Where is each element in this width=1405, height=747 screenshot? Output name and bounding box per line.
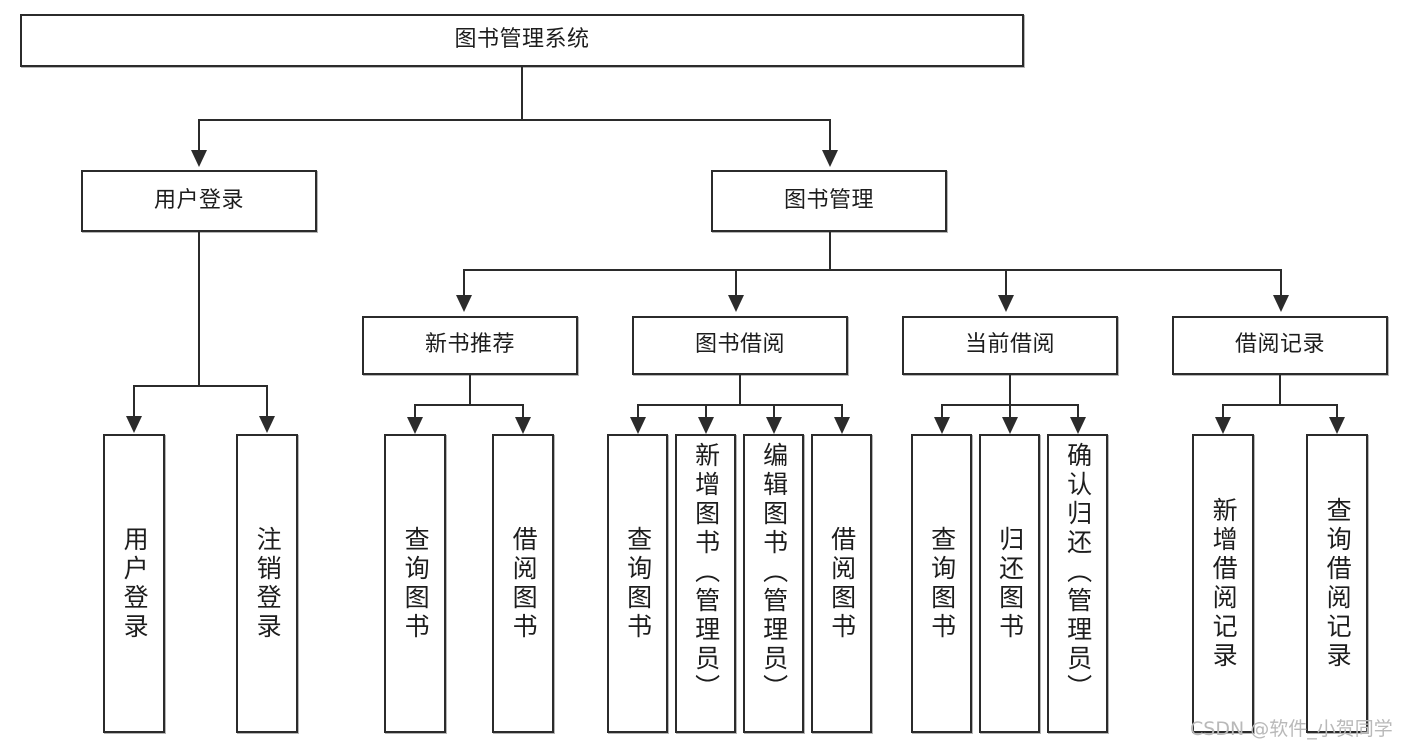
arrow-to-current-borrow bbox=[998, 295, 1014, 312]
arrow-to-leaf-query-book-3 bbox=[934, 417, 950, 434]
leaf-user-login[interactable]: 用户登录 bbox=[103, 434, 165, 733]
arrow-to-leaf-query-book-1 bbox=[407, 417, 423, 434]
node-current-borrow[interactable]: 当前借阅 bbox=[902, 316, 1118, 375]
leaf-return-book[interactable]: 归还图书 bbox=[979, 434, 1040, 733]
arrow-to-leaf-query-record bbox=[1329, 417, 1345, 434]
arrow-to-leaf-user-login bbox=[126, 416, 142, 433]
leaf-logout[interactable]: 注销登录 bbox=[236, 434, 298, 733]
connector-borrow-record-drop-1 bbox=[1222, 404, 1224, 418]
node-label: 借阅图书 bbox=[509, 525, 539, 642]
node-label: 新增图书（管理员） bbox=[691, 442, 721, 703]
arrow-to-leaf-add-record bbox=[1215, 417, 1231, 434]
leaf-query-book-current[interactable]: 查询图书 bbox=[911, 434, 972, 733]
node-label: 借阅记录 bbox=[1234, 332, 1325, 358]
connector-borrow-record-drop-2 bbox=[1336, 404, 1338, 418]
connector-new-book-stem bbox=[469, 375, 471, 404]
node-label: 借阅图书 bbox=[827, 525, 857, 642]
node-label: 查询图书 bbox=[623, 525, 653, 642]
leaf-borrow-book[interactable]: 借阅图书 bbox=[811, 434, 872, 733]
connector-level2-drop-new-book bbox=[463, 269, 465, 295]
node-root-book-management-system[interactable]: 图书管理系统 bbox=[20, 14, 1024, 67]
node-label: 编辑图书（管理员） bbox=[759, 442, 789, 703]
connector-user-login-drop-2 bbox=[266, 385, 268, 416]
arrow-to-leaf-edit-book bbox=[766, 417, 782, 434]
connector-current-borrow-drop-2 bbox=[1009, 404, 1011, 418]
connector-borrow-record-bus bbox=[1222, 404, 1337, 406]
node-user-login[interactable]: 用户登录 bbox=[81, 170, 317, 232]
arrow-to-new-book-recommend bbox=[456, 295, 472, 312]
connector-book-management-stem bbox=[829, 232, 831, 269]
connector-current-borrow-drop-3 bbox=[1077, 404, 1079, 418]
node-new-book-recommend[interactable]: 新书推荐 bbox=[362, 316, 578, 375]
arrow-to-leaf-query-book-2 bbox=[630, 417, 646, 434]
leaf-add-book-admin[interactable]: 新增图书（管理员） bbox=[675, 434, 736, 733]
arrow-to-borrow-record bbox=[1273, 295, 1289, 312]
leaf-add-borrow-record[interactable]: 新增借阅记录 bbox=[1192, 434, 1254, 733]
node-label: 图书借阅 bbox=[694, 332, 785, 358]
node-label: 注销登录 bbox=[253, 525, 283, 642]
leaf-query-book-borrow[interactable]: 查询图书 bbox=[607, 434, 668, 733]
connector-level1-drop-book-management bbox=[829, 119, 831, 150]
connector-borrow-record-stem bbox=[1279, 375, 1281, 404]
node-label: 归还图书 bbox=[995, 525, 1025, 642]
node-label: 新增借阅记录 bbox=[1209, 496, 1239, 671]
connector-current-borrow-drop-1 bbox=[941, 404, 943, 418]
connector-level1-drop-user-login bbox=[198, 119, 200, 150]
node-label: 用户登录 bbox=[153, 187, 244, 213]
node-label: 确认归还（管理员） bbox=[1063, 442, 1093, 703]
connector-user-login-drop-1 bbox=[133, 385, 135, 416]
connector-user-login-stem bbox=[198, 232, 200, 385]
connector-book-borrow-drop-4 bbox=[841, 404, 843, 418]
node-label: 查询图书 bbox=[401, 525, 431, 642]
connector-level2-drop-book-borrow bbox=[735, 269, 737, 295]
connector-new-book-bus bbox=[414, 404, 524, 406]
connector-current-borrow-stem bbox=[1009, 375, 1011, 404]
node-label: 图书管理 bbox=[783, 187, 874, 213]
connector-level2-drop-borrow-record bbox=[1280, 269, 1282, 295]
node-borrow-record[interactable]: 借阅记录 bbox=[1172, 316, 1388, 375]
connector-level2-drop-current-borrow bbox=[1005, 269, 1007, 295]
connector-book-borrow-bus bbox=[637, 404, 842, 406]
node-label: 新书推荐 bbox=[424, 332, 515, 358]
node-label: 查询图书 bbox=[927, 525, 957, 642]
node-book-borrow[interactable]: 图书借阅 bbox=[632, 316, 848, 375]
connector-book-borrow-drop-3 bbox=[773, 404, 775, 418]
connector-book-borrow-drop-1 bbox=[637, 404, 639, 418]
leaf-confirm-return-admin[interactable]: 确认归还（管理员） bbox=[1047, 434, 1108, 733]
connector-user-login-bus bbox=[133, 385, 266, 387]
connector-level2-bus bbox=[463, 269, 1280, 271]
leaf-query-borrow-record[interactable]: 查询借阅记录 bbox=[1306, 434, 1368, 733]
leaf-query-book-recommend[interactable]: 查询图书 bbox=[384, 434, 446, 733]
arrow-to-user-login bbox=[191, 150, 207, 167]
arrow-to-leaf-confirm-return bbox=[1070, 417, 1086, 434]
connector-book-borrow-stem bbox=[739, 375, 741, 404]
node-label: 当前借阅 bbox=[964, 332, 1055, 358]
connector-new-book-drop-2 bbox=[522, 404, 524, 418]
arrow-to-leaf-borrow-book-2 bbox=[834, 417, 850, 434]
node-book-management[interactable]: 图书管理 bbox=[711, 170, 947, 232]
connector-level1-bus bbox=[198, 119, 830, 121]
arrow-to-book-borrow bbox=[728, 295, 744, 312]
arrow-to-leaf-return-book bbox=[1002, 417, 1018, 434]
node-label: 查询借阅记录 bbox=[1323, 496, 1353, 671]
arrow-to-book-management bbox=[822, 150, 838, 167]
leaf-edit-book-admin[interactable]: 编辑图书（管理员） bbox=[743, 434, 804, 733]
csdn-watermark: CSDN @软件_小贺同学 bbox=[1190, 718, 1393, 740]
arrow-to-leaf-add-book bbox=[698, 417, 714, 434]
connector-new-book-drop-1 bbox=[414, 404, 416, 418]
node-label: 用户登录 bbox=[120, 525, 150, 642]
connector-root-stem bbox=[521, 67, 523, 119]
node-label: 图书管理系统 bbox=[454, 27, 590, 53]
arrow-to-leaf-borrow-book-1 bbox=[515, 417, 531, 434]
leaf-borrow-book-recommend[interactable]: 借阅图书 bbox=[492, 434, 554, 733]
connector-book-borrow-drop-2 bbox=[705, 404, 707, 418]
arrow-to-leaf-logout bbox=[259, 416, 275, 433]
